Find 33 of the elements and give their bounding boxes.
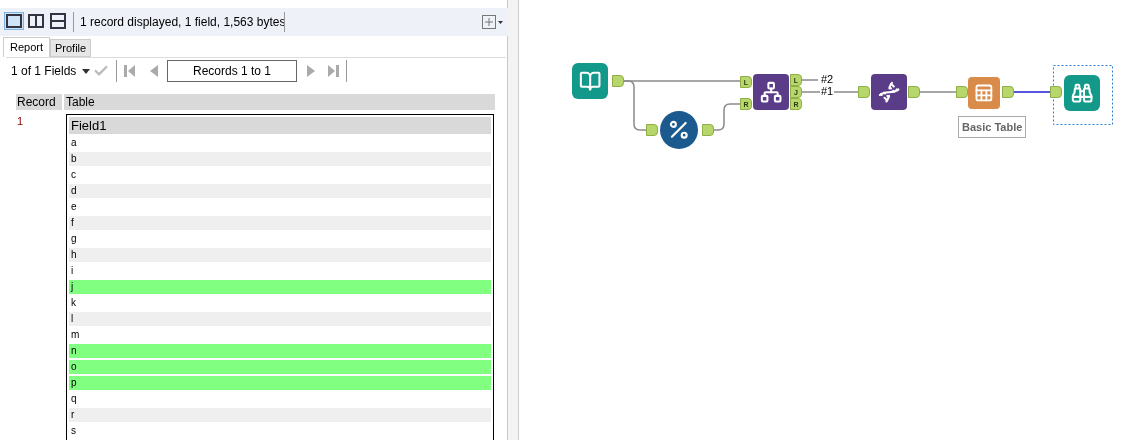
- table-cell: o: [69, 360, 491, 374]
- field-selector: 1 of 1 Fields: [11, 64, 77, 78]
- status-text: 1 record displayed, 1 field, 1,563 bytes: [80, 14, 286, 30]
- record-number: 1: [17, 114, 24, 128]
- node-caption: Basic Table: [958, 116, 1027, 138]
- column-header: Record: [16, 94, 62, 110]
- tool-node: [1050, 75, 1102, 111]
- connector: [711, 103, 741, 131]
- connector: [917, 91, 957, 93]
- table-cell: l: [69, 312, 491, 326]
- table-cell: j: [69, 280, 491, 294]
- tab: Report: [3, 37, 51, 57]
- tool-node: [858, 74, 918, 110]
- tool-node: [956, 75, 1012, 111]
- tool-node: [646, 111, 712, 149]
- tab: Profile: [50, 39, 92, 57]
- tool-node: [572, 63, 624, 99]
- record-range-field: Records 1 to 1: [167, 60, 297, 82]
- edge-label: #2: [820, 73, 835, 85]
- table-cell: f: [69, 216, 491, 230]
- table-cell: h: [69, 248, 491, 262]
- table-cell: n: [69, 344, 491, 358]
- table-cell: r: [69, 408, 491, 422]
- column-header: Table: [64, 94, 495, 110]
- table-cell: p: [69, 376, 491, 390]
- connector: [801, 91, 859, 93]
- tool-node: [740, 74, 802, 110]
- connector: [1011, 91, 1051, 93]
- connector: [801, 79, 819, 81]
- column-header: Field1: [69, 117, 491, 134]
- table-cell: d: [69, 184, 491, 198]
- edge-label: #1: [820, 85, 835, 97]
- table-cell: b: [69, 152, 491, 166]
